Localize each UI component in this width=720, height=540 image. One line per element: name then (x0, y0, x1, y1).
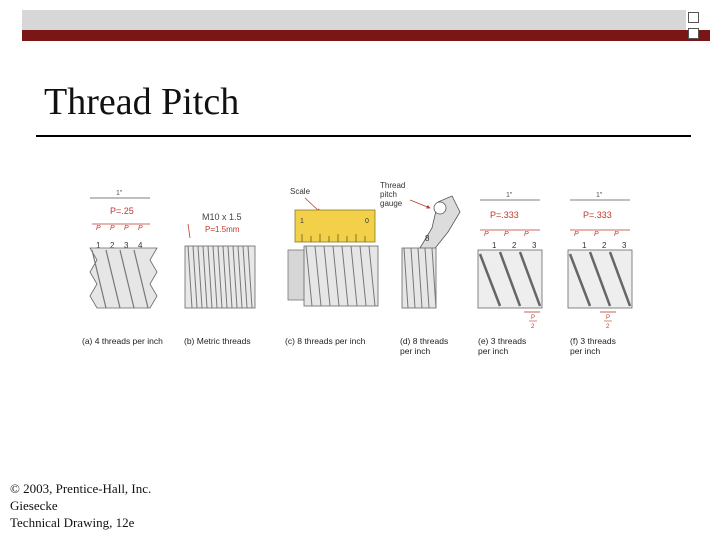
panel-a-num-3: 3 (124, 241, 129, 250)
panel-c-caption: (c) 8 threads per inch (285, 336, 366, 346)
header-maroon-band (22, 30, 710, 41)
panel-d-caption-line-2: per inch (400, 346, 431, 356)
panel-e-half-num: P (531, 315, 535, 321)
panel-f-caption-line-1: (f) 3 threads (570, 336, 616, 346)
panel-d-gauge-8-threads: Thread pitch gauge 8 (d) 8 threads per i… (380, 181, 461, 356)
gauge-label-line-1: Thread (380, 181, 405, 190)
panel-a-p4: P (138, 225, 143, 232)
panel-e-p3: P (524, 231, 529, 238)
panel-f-num-2: 2 (602, 241, 607, 250)
footer-book: Technical Drawing, 12e (10, 515, 135, 530)
panel-f-p3: P (614, 231, 619, 238)
corner-square-bottom (688, 28, 699, 39)
panel-f-p1: P (574, 231, 579, 238)
panel-e-3-threads-per-inch: 1" P=.333 P P P 1 2 3 P 2 (e) 3 threads … (477, 192, 543, 356)
panel-e-caption-line-2: per inch (478, 346, 509, 356)
panel-e-p2: P (504, 231, 509, 238)
thread-pitch-figure: 1" P=.25 P P P P 1 2 3 4 (a) 4 threads p… (82, 181, 633, 356)
footer-copyright: © 2003, Prentice-Hall, Inc. (10, 481, 152, 496)
scale-num-1: 1 (300, 218, 304, 225)
title-underline (36, 135, 691, 137)
header-decoration-bar (22, 10, 710, 41)
panel-b-metric-threads: M10 x 1.5 P=1.5mm (b) Metric threads (184, 212, 256, 346)
panel-e-half-den: 2 (531, 324, 535, 330)
panel-a-caption: (a) 4 threads per inch (82, 336, 163, 346)
slide-footer: © 2003, Prentice-Hall, Inc. Giesecke Tec… (10, 480, 151, 531)
panel-e-caption-line-1: (e) 3 threads (478, 336, 526, 346)
panel-e-inch-label: 1" (506, 192, 513, 199)
panel-e-num-1: 1 (492, 241, 497, 250)
panel-f-p2: P (594, 231, 599, 238)
panel-f-inch-label: 1" (596, 192, 603, 199)
panel-f-half-den: 2 (606, 324, 610, 330)
panel-b-spec: M10 x 1.5 (202, 212, 242, 222)
scale-label: Scale (290, 187, 311, 196)
panel-a-inch-label: 1" (116, 190, 123, 197)
header-gray-band (22, 10, 686, 30)
panel-a-p2: P (110, 225, 115, 232)
panel-a-num-4: 4 (138, 241, 143, 250)
slide-title: Thread Pitch (44, 81, 240, 123)
panel-d-caption-line-1: (d) 8 threads (400, 336, 448, 346)
gauge-label-line-2: pitch (380, 190, 397, 199)
footer-author: Giesecke (10, 498, 58, 513)
panel-b-caption: (b) Metric threads (184, 336, 251, 346)
panel-e-num-3: 3 (532, 241, 537, 250)
panel-a-4-threads-per-inch: 1" P=.25 P P P P 1 2 3 4 (a) 4 threads p… (82, 190, 163, 346)
panel-a-p3: P (124, 225, 129, 232)
panel-e-p1: P (484, 231, 489, 238)
corner-square-top (688, 12, 699, 23)
gauge-number: 8 (425, 234, 430, 243)
panel-c-8-threads-per-inch: Scale 1 0 (c) 8 threads per inch (285, 187, 379, 346)
panel-f-pitch-text: P=.333 (583, 210, 612, 220)
panel-f-num-1: 1 (582, 241, 587, 250)
panel-f-half-num: P (606, 315, 610, 321)
panel-a-p1: P (96, 225, 101, 232)
panel-e-pitch-text: P=.333 (490, 210, 519, 220)
scale-num-0: 0 (365, 218, 369, 225)
panel-a-pitch-text: P=.25 (110, 206, 134, 216)
panel-f-num-3: 3 (622, 241, 627, 250)
panel-e-num-2: 2 (512, 241, 517, 250)
gauge-label-line-3: gauge (380, 199, 403, 208)
panel-f-3-threads-per-inch: 1" P=.333 P P P 1 2 3 P 2 (f) 3 threads … (567, 192, 633, 356)
panel-a-num-2: 2 (110, 241, 115, 250)
panel-a-num-1: 1 (96, 241, 101, 250)
panel-f-caption-line-2: per inch (570, 346, 601, 356)
panel-b-pitch-text: P=1.5mm (205, 225, 240, 234)
